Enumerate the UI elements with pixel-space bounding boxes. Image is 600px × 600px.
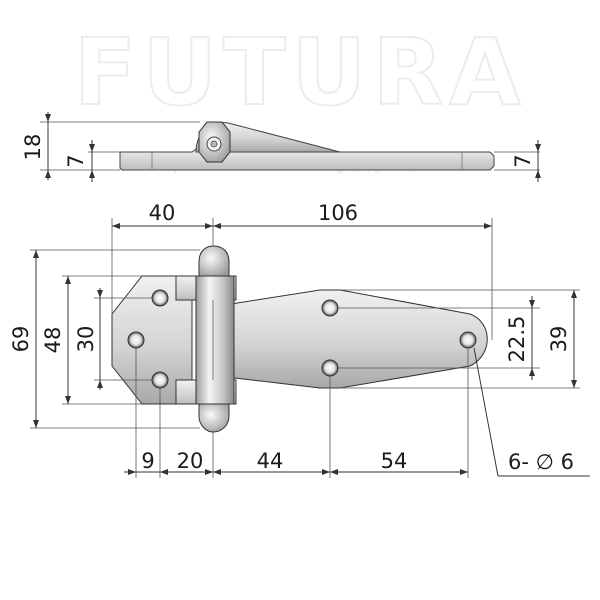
holes-note: 6- ∅ 6 (508, 450, 574, 474)
dim-20: 20 (177, 449, 204, 473)
barrel (195, 275, 235, 405)
hole-left-bottom (151, 371, 169, 389)
dim-106: 106 (318, 201, 358, 225)
front-view: 40 106 69 48 30 22.5 39 (9, 201, 590, 478)
hole-right-top (321, 299, 339, 317)
hole-right-bottom (321, 359, 339, 377)
right-leaf (217, 289, 488, 389)
side-view: 18 7 7 (21, 112, 541, 182)
hole-left-mid (127, 331, 145, 349)
dim-44: 44 (257, 449, 284, 473)
barrel-bottom-cap (198, 403, 230, 433)
dim-39: 39 (547, 326, 571, 353)
dim-54: 54 (381, 449, 408, 473)
dim-side-18: 18 (21, 134, 45, 161)
dim-48: 48 (41, 327, 65, 354)
dim-9: 9 (141, 449, 154, 473)
dim-30: 30 (74, 326, 98, 353)
watermark-brand: FUTURA (73, 19, 526, 126)
hole-right-tip (459, 331, 477, 349)
dim-69: 69 (9, 326, 33, 353)
hole-left-top (151, 289, 169, 307)
barrel-top-cap (198, 245, 230, 277)
dim-40: 40 (149, 201, 176, 225)
dim-side-7-right: 7 (511, 154, 535, 167)
dim-side-7-left: 7 (64, 154, 88, 167)
dim-22-5: 22.5 (505, 316, 529, 363)
